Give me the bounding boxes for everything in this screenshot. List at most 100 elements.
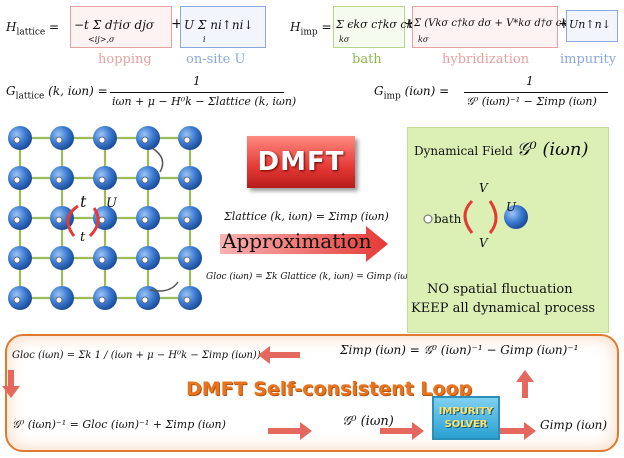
lattice-site [93,126,117,150]
site-electron [55,136,63,144]
lattice-grid [8,126,202,310]
spin-curl-1 [151,147,164,173]
dmft-badge-label: DMFT [257,147,345,177]
g-lattice-args: (k, iωn) = [48,84,108,98]
lattice-site [50,246,74,270]
hyb-term-box [412,6,558,48]
lattice-sites [8,126,202,310]
g-imp-sub: imp [383,91,401,102]
hop-label-t2: t [80,230,86,245]
hyb-term: Σ (Vkσ c†kσ dσ + V*kσ d†σ ckσ) [414,18,578,29]
hyb-sum-sub: kσ [418,35,429,44]
lattice-site [136,206,160,230]
site-electron [183,136,191,144]
lattice-site [178,126,202,150]
lattice-site [178,206,202,230]
hopping-term: −t Σ d†iσ djσ [74,18,154,32]
arrow-right-3 [500,422,536,440]
site-electron [183,176,191,184]
lattice-site [178,246,202,270]
lattice-site [136,246,160,270]
site-electron [98,176,106,184]
hop-label-u: U [106,196,117,211]
loop-arrows [2,346,536,440]
loop-g0: 𝒢⁰ (iωn) [342,414,394,429]
g-lattice-sub: lattice [15,91,45,102]
hop-arrow-2 [88,207,100,238]
loop-gimp: Gimp (iωn) [540,418,608,432]
site-electron [13,216,21,224]
lattice-site [93,286,117,310]
solver-line-2: SOLVER [444,419,488,430]
dynamical-field-title: Dynamical Field 𝒢⁰ (iωn) [414,139,588,160]
hopping-term-box [70,6,172,48]
site-electron [183,216,191,224]
g-imp-symbol: G [374,84,384,98]
site-electron [13,176,21,184]
impurity-site [504,205,528,229]
impurity-solver-box: IMPURITY SOLVER [432,396,500,440]
g-lattice-den: iωn + μ − H⁰k − Σlattice (k, iωn) [112,95,297,108]
dynamical-field-title-text: Dynamical Field [414,144,513,158]
lattice-site [136,126,160,150]
onsite-sum-sub: i [203,35,206,44]
dynamical-field-panel [407,127,609,333]
lattice-site [50,206,74,230]
dynamical-bath-label: bath [434,212,462,226]
spin-curl-2 [149,281,179,292]
hyb-term-text: Σ (Vkσ c†kσ dσ + V*kσ d†σ ckσ) [414,18,579,29]
lattice-site [8,126,32,150]
lattice-site [50,286,74,310]
note-keep-dynamical: KEEP all dynamical process [411,301,596,316]
lattice-site [136,166,160,190]
label-hopping: hopping [98,52,152,67]
dynamical-u: U [506,200,517,214]
hop-label-t: t [80,192,87,211]
site-electron [55,296,63,304]
site-electron [55,216,63,224]
lattice-site [93,166,117,190]
loop-sigma-imp-formula: Σimp (iωn) = 𝒢⁰ (iωn)⁻¹ − Gimp (iωn)⁻¹ [340,343,579,357]
arrow-right-2 [380,422,424,440]
site-electron [98,136,106,144]
plus-sign-3: + [558,16,570,32]
approximation-arrow [220,226,388,262]
loop-g0-inverse-formula: 𝒢⁰ (iωn)⁻¹ = Gloc (iωn)⁻¹ + Σimp (iωn) [12,418,226,431]
site-electron [183,256,191,264]
lattice-site [178,166,202,190]
arrow-up-right [516,370,534,398]
loop-gloc-formula: Gloc (iωn) = Σk 1 / (iωn + μ − H⁰k − Σim… [12,350,261,361]
arrow-down-left [2,370,20,398]
site-electron [141,216,149,224]
lattice-site [8,166,32,190]
g-lattice-fraction-bar [110,92,284,93]
site-electron [141,256,149,264]
bath-electron [423,214,433,224]
dynamical-field-symbol: 𝒢⁰ (iωn) [516,139,589,160]
site-electron [141,176,149,184]
site-electron [13,136,21,144]
bath-term-text: Σ ϵkσ c†kσ ckσ [336,18,421,31]
onsite-term-box [180,6,266,48]
g-imp-formula: Gimp (iωn) = [374,84,449,101]
g-lattice-num: 1 [193,74,201,88]
approximation-label: Approximation [222,229,372,253]
hop-arrow-1 [66,204,79,237]
impurity-diagram [423,199,528,234]
h-imp-equation: Himp = [290,20,332,38]
h-imp-symbol: H [290,20,301,34]
arrow-left-top [258,346,300,364]
lattice-site [8,246,32,270]
plus-sign-2: + [404,16,416,32]
bath-term: Σ ϵkσ c†kσ ckσ [336,18,421,31]
g-lattice-symbol: G [6,84,16,98]
hopping-term-text: −t Σ d†iσ djσ [74,18,155,32]
g-imp-num: 1 [526,74,534,88]
lattice-site [8,286,32,310]
h-lattice-sub: lattice [16,27,46,38]
bath-sum-sub: kσ [339,35,350,44]
h-lattice-equation: Hlattice = [6,20,60,38]
lattice-site [136,286,160,310]
dynamical-v-top: V [479,181,488,195]
lattice-site [93,246,117,270]
